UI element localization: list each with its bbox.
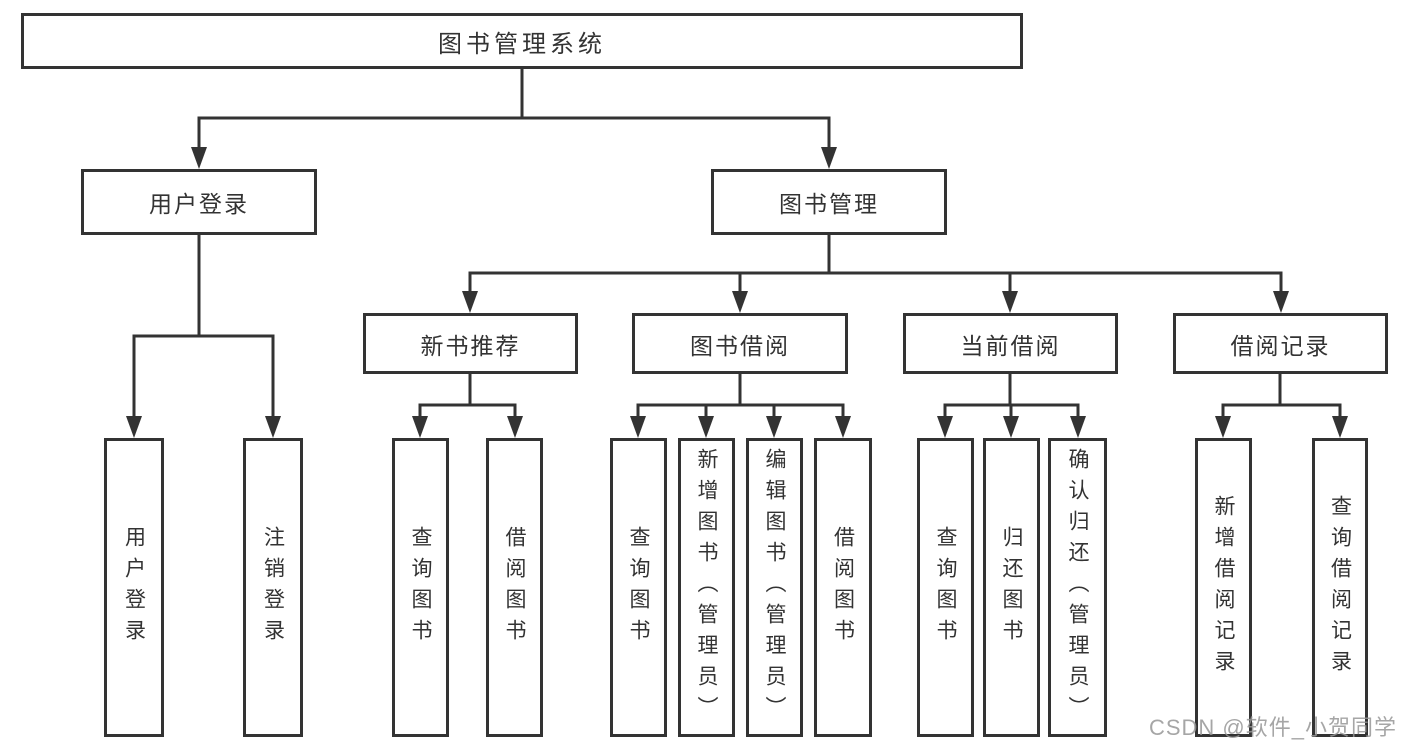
arrowhead <box>630 416 646 438</box>
arrowhead <box>821 147 837 169</box>
arrowhead <box>835 416 851 438</box>
arrowhead <box>1070 416 1086 438</box>
watermark-text: CSDN @软件_小贺同学 <box>1148 715 1397 740</box>
node-user-login-leaf: 用户登录 <box>104 438 164 737</box>
arrowhead <box>265 416 281 438</box>
node-borrow-books-borrowing: 借阅图书 <box>814 438 872 737</box>
node-query-borrow-record: 查询借阅记录 <box>1312 438 1368 737</box>
arrowhead <box>698 416 714 438</box>
node-current-borrowing: 当前借阅 <box>903 313 1118 374</box>
connector-book-borrow <box>636 374 845 417</box>
node-logout: 注销登录 <box>243 438 303 737</box>
arrowhead <box>1002 291 1018 313</box>
node-book-management: 图书管理 <box>711 169 947 235</box>
arrowhead <box>1215 416 1231 438</box>
node-library-management-system: 图书管理系统 <box>21 13 1023 69</box>
node-query-books-recommend: 查询图书 <box>392 438 449 737</box>
node-add-books-admin: 新增图书（管理员） <box>678 438 735 737</box>
node-return-books: 归还图书 <box>983 438 1040 737</box>
node-edit-books-admin: 编辑图书（管理员） <box>746 438 803 737</box>
arrowhead <box>937 416 953 438</box>
connector-borrow-records <box>1221 374 1342 417</box>
node-book-borrowing: 图书借阅 <box>632 313 848 374</box>
arrowhead <box>1003 416 1019 438</box>
node-query-books-borrowing: 查询图书 <box>610 438 667 737</box>
node-query-books-current: 查询图书 <box>917 438 974 737</box>
connector-book-management <box>468 235 1283 292</box>
arrowhead <box>412 416 428 438</box>
node-borrow-books-recommend: 借阅图书 <box>486 438 543 737</box>
node-new-book-recommend: 新书推荐 <box>363 313 578 374</box>
connector-current-borrow <box>943 374 1080 417</box>
arrowhead <box>1332 416 1348 438</box>
node-add-borrow-record: 新增借阅记录 <box>1195 438 1252 737</box>
node-confirm-return-admin: 确认归还（管理员） <box>1048 438 1107 737</box>
connector-root <box>197 68 831 148</box>
connector-new-books <box>418 374 517 417</box>
arrowhead <box>1273 291 1289 313</box>
arrowhead <box>126 416 142 438</box>
connector-user-login <box>132 235 275 417</box>
arrowhead <box>732 291 748 313</box>
arrowhead <box>766 416 782 438</box>
node-borrowing-records: 借阅记录 <box>1173 313 1388 374</box>
arrowhead <box>507 416 523 438</box>
arrowhead <box>462 291 478 313</box>
node-user-login: 用户登录 <box>81 169 317 235</box>
arrowhead <box>191 147 207 169</box>
